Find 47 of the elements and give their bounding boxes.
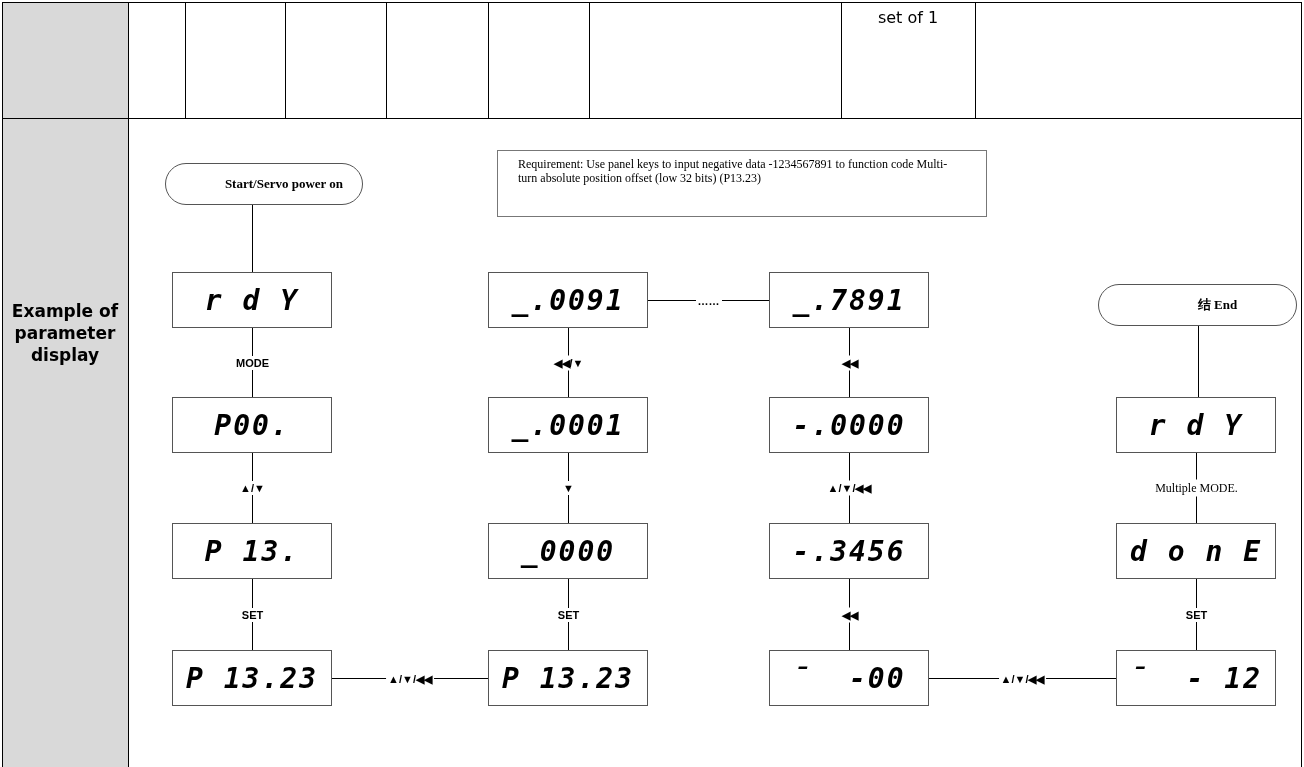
display-readout: P00. [214,408,290,442]
display-readout: d o n E [1130,534,1262,568]
note-box [497,150,987,217]
table-cell-text: set of 1 [876,8,940,27]
display-box [488,397,648,453]
terminal-text: 结 End [1197,296,1238,314]
display-box [1116,523,1276,579]
terminal-pill [1098,284,1297,326]
display-readout: P 13.23 [186,661,318,695]
display-readout: r d Y [1148,408,1244,442]
display-readout: _.0091 [511,283,625,317]
edge-label: SET [555,607,582,622]
display-readout: _.7891 [792,283,906,317]
display-readout: _.0001 [511,408,625,442]
display-box [769,523,929,579]
edge-label: MODE [234,355,271,370]
display-box [769,272,929,328]
edge-label: SET [1183,607,1210,622]
display-readout: ¯ -00 [792,661,906,695]
terminal-text: Start/Servo power on [224,176,344,192]
requirement-text: Requirement: Use panel keys to input negative data -1234567891 to function code Multi-turn absolute position offset (low 32 bits) (P13.23) [518,157,949,185]
display-readout: -.0000 [792,408,906,442]
terminal-pill [165,163,363,205]
display-box [769,397,929,453]
display-box [172,650,332,706]
display-box [769,650,929,706]
display-readout: -.3456 [792,534,906,568]
display-box [488,650,648,706]
display-box [172,397,332,453]
display-box [488,523,648,579]
row-header-text: Example of parameter display [10,300,120,366]
display-readout: _0000 [520,534,616,568]
display-readout: r d Y [204,283,300,317]
connector-line [1198,325,1199,398]
display-readout: P 13.23 [502,661,634,695]
display-box [172,272,332,328]
edge-label: Multiple MODE. [1153,479,1240,497]
display-box [1116,650,1276,706]
display-box [1116,397,1276,453]
connector-line [252,204,253,273]
edge-label: SET [239,607,266,622]
display-readout: ¯ - 12 [1130,661,1262,695]
display-readout: P 13. [204,534,300,568]
display-box [172,523,332,579]
display-box [488,272,648,328]
edge-label: ◀◀ [839,607,860,622]
edge-label: ◀◀ [839,355,860,370]
